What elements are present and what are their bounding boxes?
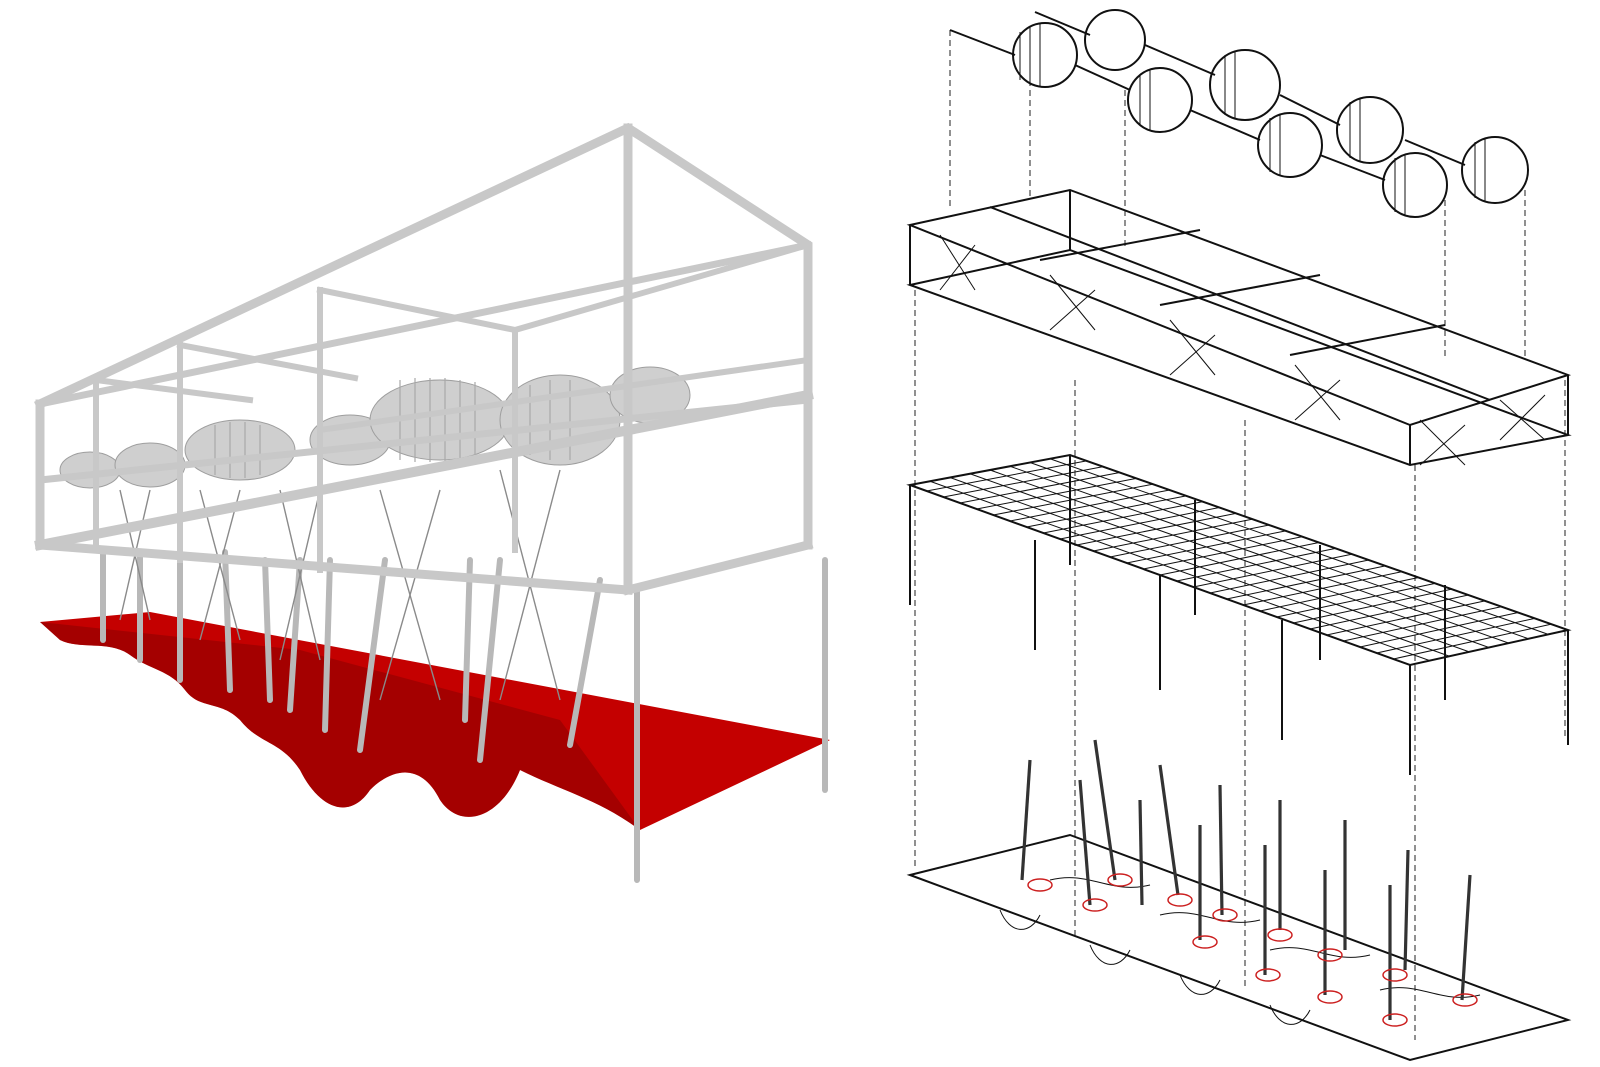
- deck-grid-line: [976, 477, 1137, 510]
- deck-grid-line: [993, 483, 1154, 516]
- deck-grid-line: [1343, 606, 1502, 642]
- pile-group: [100, 549, 828, 883]
- render-3d-view: [34, 122, 830, 883]
- deck-grid-line: [1093, 518, 1253, 552]
- deck-grid-line: [1026, 495, 1187, 528]
- deck-grid-line: [1009, 489, 1170, 522]
- deck-grid-line: [959, 472, 1120, 504]
- pile-rods: [1020, 739, 1472, 1020]
- deck-grid-line: [1276, 582, 1436, 618]
- deck-grid-line: [1376, 617, 1535, 654]
- truss-frame: [906, 188, 1572, 467]
- deck-grid-line: [1226, 565, 1386, 600]
- deck-grid-line: [1126, 530, 1286, 564]
- deck-grid-line: [1209, 559, 1369, 594]
- deck-grid-line: [1076, 512, 1237, 546]
- deck-grid-line: [1109, 524, 1270, 558]
- deck-grid-line: [1293, 588, 1452, 624]
- deck-grid-line: [1359, 612, 1519, 648]
- deck-grid-line: [1243, 571, 1403, 606]
- wave-shadow: [40, 622, 640, 830]
- swirl-markers: [1027, 873, 1478, 1027]
- deck-grid-line: [1176, 547, 1336, 582]
- exploded-axonometric-view: [906, 9, 1572, 1062]
- deck-grid-line: [1143, 536, 1303, 570]
- deck-columns: [909, 455, 1569, 775]
- steel-frame: [34, 122, 814, 596]
- deck-grid-line: [926, 460, 1087, 492]
- deck-grid-line: [1059, 507, 1220, 540]
- deck-grid-line: [943, 466, 1104, 498]
- deck-grid-line: [1393, 623, 1552, 660]
- deck-grid-line: [1326, 600, 1486, 636]
- deck-grid-line: [1159, 542, 1320, 576]
- deck-grid-line: [1309, 594, 1469, 630]
- grid-deck: [906, 453, 1572, 775]
- turbine-generator-array: [949, 9, 1529, 218]
- pile-foundation: [906, 739, 1572, 1062]
- deck-grid-line: [1193, 553, 1353, 588]
- deck-grid-line: [1259, 577, 1419, 612]
